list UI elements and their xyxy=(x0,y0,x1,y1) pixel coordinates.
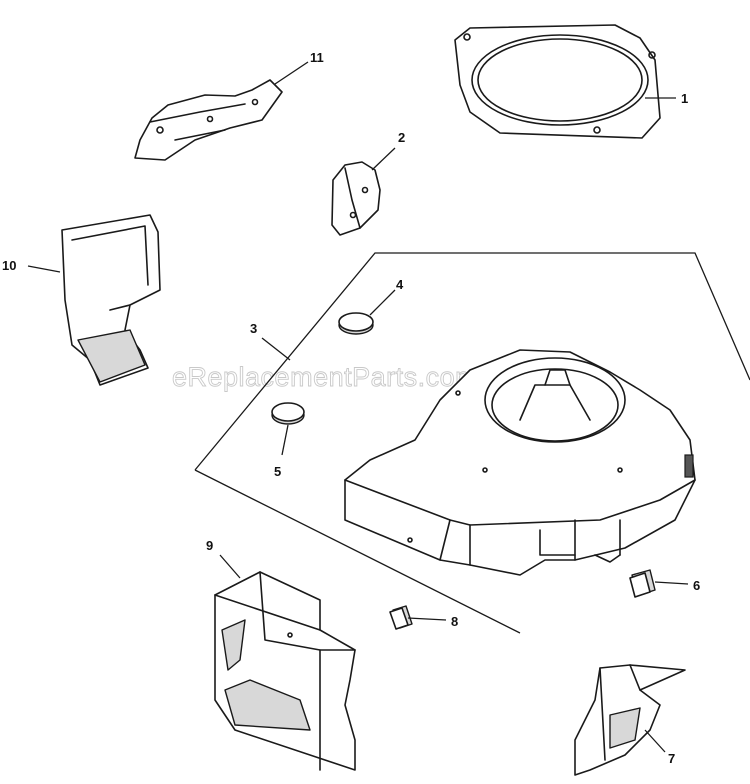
part-7-side-bracket[interactable] xyxy=(574,664,686,776)
callout-10: 10 xyxy=(2,258,16,273)
callout-1: 1 xyxy=(681,91,688,106)
callout-3: 3 xyxy=(250,321,257,336)
callout-11: 11 xyxy=(310,50,324,65)
part-11-bracket[interactable] xyxy=(134,79,283,161)
leader-4 xyxy=(369,289,396,316)
part-1-gasket-ring[interactable] xyxy=(454,24,661,139)
callout-2: 2 xyxy=(398,130,405,145)
part-9-lower-shroud[interactable] xyxy=(214,571,356,771)
part-3-blower-housing[interactable] xyxy=(344,349,696,576)
leader-2 xyxy=(371,147,396,171)
leader-11 xyxy=(274,61,309,85)
part-5-plug[interactable] xyxy=(271,402,305,425)
leader-5 xyxy=(281,424,289,456)
callout-8: 8 xyxy=(451,614,458,629)
leader-3 xyxy=(261,337,291,361)
leader-9 xyxy=(219,554,241,579)
leader-7 xyxy=(644,729,666,753)
watermark-text: eReplacementParts.com xyxy=(172,362,478,392)
leader-8 xyxy=(407,617,447,621)
assembly-outline-top xyxy=(194,252,750,471)
callout-7: 7 xyxy=(668,751,675,766)
callout-6: 6 xyxy=(693,578,700,593)
assembly-outline-bottom xyxy=(194,469,521,634)
part-4-plug[interactable] xyxy=(338,312,374,335)
callout-4: 4 xyxy=(396,277,404,292)
part-6-clip[interactable] xyxy=(629,569,656,598)
part-2-small-shroud[interactable] xyxy=(331,161,381,236)
part-10-baffle[interactable] xyxy=(61,214,161,386)
leader-6 xyxy=(654,581,689,585)
callout-9: 9 xyxy=(206,538,213,553)
callout-5: 5 xyxy=(274,464,281,479)
leader-10 xyxy=(27,265,61,273)
part-8-nut[interactable] xyxy=(389,605,413,630)
